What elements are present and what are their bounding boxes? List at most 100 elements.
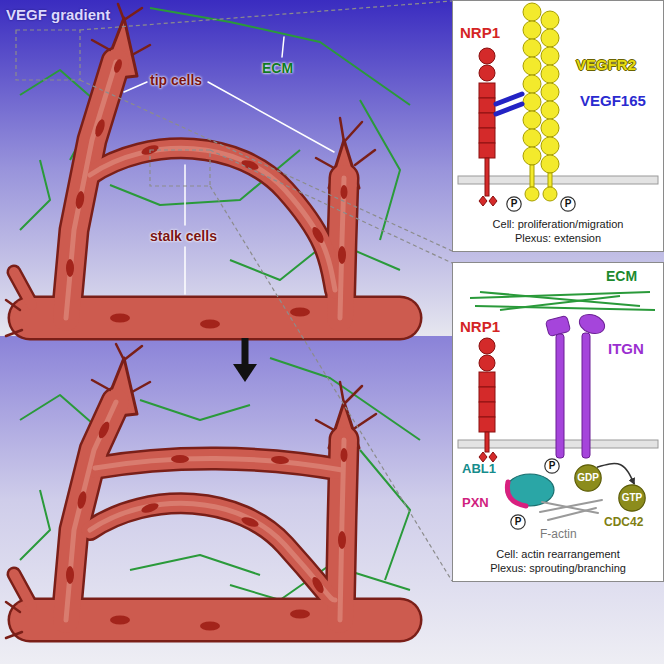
ecm-label: ECM	[262, 60, 293, 76]
vessel-body	[14, 272, 32, 305]
cell-nucleus	[66, 566, 74, 584]
vessel-body	[14, 574, 32, 607]
pxn-adaptor	[507, 482, 526, 506]
vegfr2-receptor	[541, 83, 559, 101]
ecm-fiber	[500, 296, 620, 310]
zoom-guide	[16, 1, 452, 581]
vessel-body	[14, 62, 400, 620]
vegfr2-receptor	[541, 65, 559, 83]
protein-label: ITGN	[608, 340, 644, 357]
leader-line	[184, 247, 186, 294]
cell-nucleus	[341, 448, 348, 462]
ecm-fiber	[20, 490, 50, 560]
nrp1-receptor	[479, 113, 495, 128]
zoom-guide	[210, 186, 452, 581]
cell-nucleus	[271, 455, 290, 465]
nrp1-receptor	[479, 372, 495, 387]
f-actin	[542, 502, 598, 513]
node-outline	[619, 485, 645, 511]
cell-nucleus	[74, 190, 85, 209]
filopodium	[340, 118, 344, 142]
vessel-outline	[66, 62, 116, 318]
vegf165-ligand	[496, 94, 522, 104]
nrp1-receptor	[489, 196, 497, 206]
filopodium	[344, 386, 362, 404]
nrp1-receptor	[479, 387, 495, 402]
vegf165-ligand	[496, 104, 522, 114]
vegfr2-receptor	[523, 57, 541, 75]
vegfr2-receptor	[530, 165, 534, 187]
nucleotide-circle: GDP	[574, 464, 602, 492]
nrp1-receptor	[479, 48, 497, 462]
filopodium	[355, 150, 375, 165]
vegfr2-receptor	[523, 21, 541, 39]
leader-line	[124, 82, 147, 92]
nrp1-receptor	[479, 417, 495, 432]
cell-nucleus	[310, 575, 326, 595]
vessel-highlight	[66, 62, 344, 620]
nrp1-receptor	[479, 355, 495, 371]
inset-ground	[452, 0, 664, 582]
nrp1-receptor	[485, 158, 489, 196]
filopodium	[316, 158, 334, 168]
zoom-guide	[80, 1, 452, 30]
vessel-highlight	[66, 402, 116, 620]
zoom-guide	[80, 80, 452, 251]
nrp1-receptor	[479, 65, 495, 81]
filopodium	[316, 420, 334, 430]
ecm-fiber	[20, 160, 50, 230]
ecm-fiber	[150, 8, 410, 105]
filopodium	[6, 300, 20, 310]
filopodium	[116, 344, 124, 360]
nrp1-receptor	[479, 402, 495, 417]
filopodium	[344, 122, 362, 142]
panel-caption: Cell: actin rearrangement	[496, 547, 620, 561]
vegfr2-receptor	[541, 101, 559, 119]
node-outline	[575, 465, 601, 491]
cell-nucleus	[290, 610, 310, 619]
nrp1-receptor	[479, 98, 495, 113]
vegfr2-receptor	[541, 119, 559, 137]
filopodium	[124, 8, 142, 20]
phospho-circle: P	[506, 196, 522, 212]
nrp1-receptor	[479, 452, 487, 462]
vegfr2-receptor	[541, 155, 559, 173]
vegfr2-receptor	[541, 29, 559, 47]
vegfr2-receptor	[541, 137, 559, 155]
ecm-fiber	[140, 400, 250, 420]
vessel-outline	[90, 503, 335, 600]
filopodium	[132, 45, 150, 55]
node-text: P	[565, 199, 572, 209]
vessel-outline	[90, 148, 335, 290]
nrp1-receptor	[479, 143, 495, 158]
vessel-highlight	[66, 62, 116, 318]
vegfr2-receptor	[523, 3, 559, 201]
inset-ground	[452, 262, 664, 582]
abl1-kinase	[506, 474, 554, 506]
cell-nucleus	[290, 308, 310, 317]
panel-caption: Plexus: extension	[515, 231, 601, 245]
vegfr2-receptor	[523, 111, 541, 129]
panel-caption: Cell: proliferation/migration	[493, 217, 624, 231]
vegf165-ligand	[496, 94, 522, 114]
phospho-circle: P	[544, 458, 560, 474]
cell-nucleus	[200, 320, 220, 329]
filopodium	[6, 632, 22, 638]
integrin	[556, 334, 564, 458]
integrin	[582, 333, 590, 458]
cell-nucleus	[97, 420, 112, 440]
time-arrow	[233, 338, 257, 382]
vegfr2-receptor	[523, 39, 541, 57]
node-text: P	[515, 517, 522, 527]
filopodium	[118, 4, 124, 20]
filopodium	[6, 602, 20, 612]
cell-nucleus	[338, 246, 346, 264]
node-outline	[545, 459, 559, 473]
leader-line	[208, 82, 334, 152]
filopodium	[124, 346, 142, 360]
cell-label: stalk cells	[150, 228, 217, 244]
cell-nucleus	[113, 58, 124, 73]
vegfr2-receptor	[525, 187, 539, 201]
ecm-fiber	[360, 450, 410, 580]
ecm-fiber	[360, 100, 400, 240]
